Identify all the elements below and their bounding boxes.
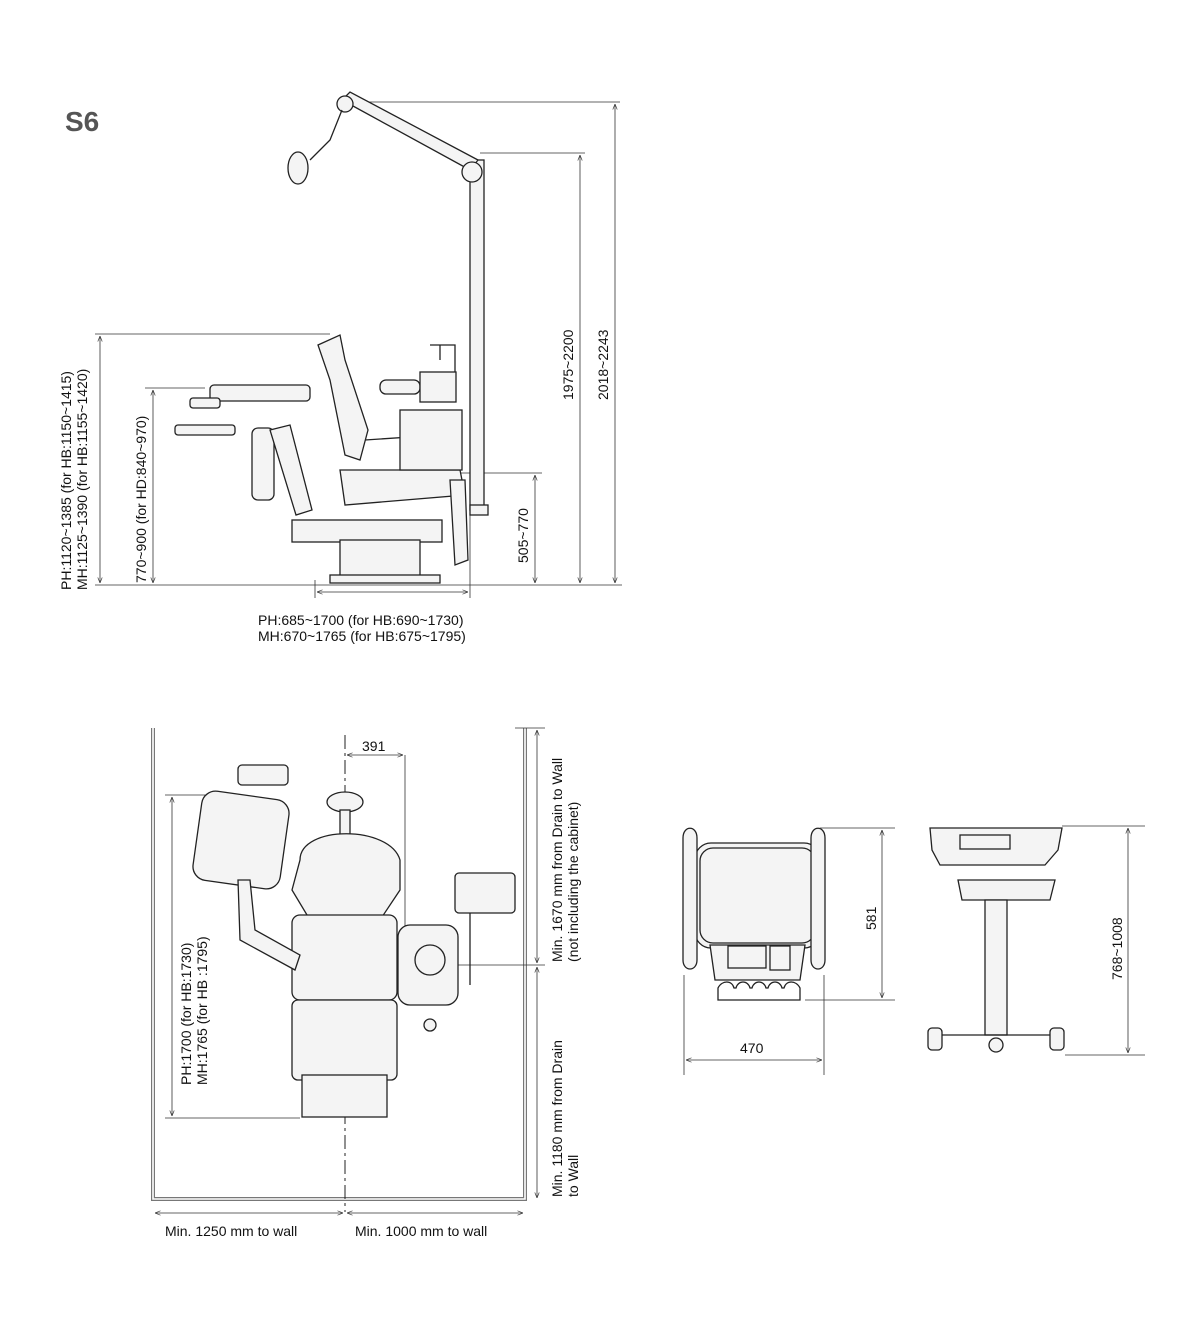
cart-column (984, 899, 1008, 1036)
cuspidor-height-label: 505~770 (515, 508, 531, 563)
cart-width-label: 470 (740, 1040, 764, 1056)
side-view: PH:1120~1385 (for HB:1150~1415) MH:1125~… (58, 91, 622, 644)
doctor-tray (209, 384, 311, 402)
caster-center (988, 1037, 1004, 1053)
light-head (326, 791, 364, 813)
drain-to-wall-top-label-2: (not including the cabinet) (565, 802, 581, 962)
operating-light (287, 151, 309, 185)
unit-length-label-mh: MH:1765 (for HB :1795) (194, 936, 210, 1085)
dental-unit-side-drawing (174, 91, 489, 584)
cuspidor-bowl (379, 379, 421, 395)
cart-front-view: 581 470 (682, 827, 895, 1075)
backrest-top (291, 914, 398, 1001)
drain-to-wall-bottom-label-1: Min. 1180 mm from Drain (549, 1040, 565, 1197)
drain-to-wall-top-label-1: Min. 1670 mm from Drain to Wall (549, 758, 565, 962)
light-pole (469, 159, 485, 511)
tray-arm-top (237, 879, 301, 971)
cart-tray-front (694, 842, 821, 949)
doctor-tray-top (192, 790, 290, 890)
chair-pedestal (339, 539, 421, 581)
instrument-holders-side (957, 879, 1056, 901)
instrument-holders-front (717, 981, 801, 1001)
tray-height-label: 770~900 (for HD:840~970) (133, 416, 149, 583)
chair-height-label-ph: PH:1120~1385 (for HB:1150~1415) (58, 371, 74, 590)
light-height-label: 2018~2243 (595, 329, 611, 400)
caster-left (927, 1027, 943, 1051)
right-clearance-label: Min. 1000 mm to wall (355, 1223, 487, 1239)
unit-length-label-ph: PH:1700 (for HB:1730) (178, 943, 194, 1085)
headrest-backrest (291, 833, 401, 921)
chair-base (291, 519, 443, 543)
chair-height-label-mh: MH:1125~1390 (for HB:1155~1420) (74, 369, 90, 590)
offset-label: 391 (362, 738, 386, 754)
left-clearance-label: Min. 1250 mm to wall (165, 1223, 297, 1239)
cart-display (727, 945, 767, 969)
depth-label-ph: PH:685~1700 (for HB:690~1730) (258, 612, 463, 628)
seat (339, 469, 466, 506)
leg-rest (301, 1074, 388, 1118)
pole-height-label: 1975~2200 (560, 329, 576, 400)
cart-height-label: 768~1008 (1109, 917, 1125, 980)
dental-unit-top-drawing (192, 764, 516, 1118)
cart-side-view: 768~1008 (927, 825, 1145, 1056)
light-arm (340, 91, 479, 171)
floor-plan: 391 PH:1700 (for HB:1730) MH:1765 (for H… (151, 727, 581, 1239)
tray-arm-column (251, 427, 275, 501)
cart-handle-right (810, 827, 826, 970)
cart-handle-left (682, 827, 698, 970)
drain-to-wall-bottom-label-2: to Wall (565, 1155, 581, 1197)
cart-depth-label: 581 (863, 906, 879, 930)
backrest (317, 334, 369, 461)
seat-top (291, 999, 398, 1081)
caster-right (1049, 1027, 1065, 1051)
assistant-tray-top (454, 872, 516, 914)
model-title: S6 (65, 106, 99, 137)
cart-keypad (769, 945, 791, 971)
depth-label-mh: MH:670~1765 (for HB:675~1795) (258, 628, 466, 644)
